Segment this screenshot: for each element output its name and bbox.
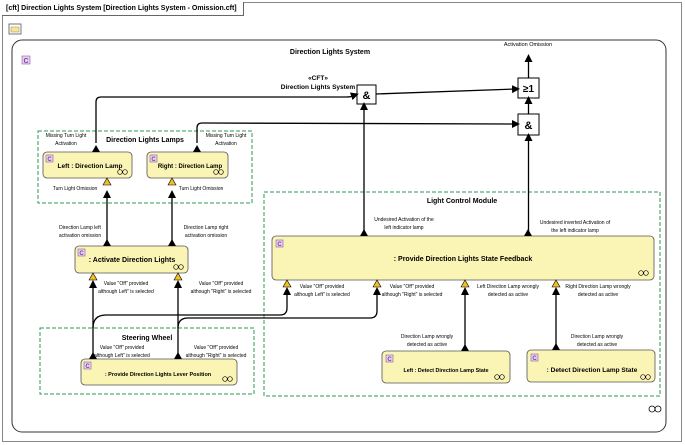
connections (89, 54, 560, 355)
label-fb-in-right-lamp-1: Right Direction Lamp wrongly (565, 284, 631, 290)
block-infinity-icons (117, 169, 651, 382)
label-act-in-right-2: although "Right" is selected (191, 289, 252, 295)
label-detect-right-out-1: Direction Lamp wrongly (571, 334, 624, 340)
label-act-in-right-1: Value "Off" provided (199, 281, 244, 287)
block-activate-direction-lights[interactable] (74, 245, 189, 274)
label-act-in-left-2: although Left" is selected (98, 289, 154, 295)
group-lamps-title: Direction Lights Lamps (106, 137, 184, 144)
label-omission-right: Turn Light Omission (179, 186, 224, 192)
input-ports (88, 177, 561, 288)
svg-text:C: C (387, 357, 392, 363)
svg-text:C: C (79, 251, 84, 257)
frame-title: [cft] Direction Lights System [Direction… (2, 2, 244, 16)
label-fb-in-left-lamp-2: detected as active (488, 292, 529, 298)
label-activate-left-2: activation omission (59, 233, 101, 239)
label-lever-left-1: Value "Off" provided (100, 345, 145, 351)
block-left-direction-lamp[interactable] (42, 151, 133, 179)
label-lever-right-1: Value "Off" provided (194, 345, 239, 351)
block-detect-lamp-state[interactable] (526, 349, 656, 383)
infinity-icon (648, 405, 662, 413)
label-missing-right-1: Missing Turn Light (206, 133, 247, 139)
label-fb-in-left-lamp-1: Left Direction Lamp wrongly (477, 284, 539, 290)
label-detect-left-out-1: Direction Lamp wrongly (401, 334, 454, 340)
block-left-detect-lamp-state[interactable] (381, 350, 511, 384)
cft-stereotype: «CFT» (308, 75, 328, 82)
label-fb-in-right-lamp-2: detected as active (578, 292, 619, 298)
label-fb-in-left-2: although Left" is selected (294, 292, 350, 298)
label-activate-right-1: Direction Lamp right (184, 225, 229, 231)
svg-text:C: C (532, 356, 537, 362)
label-undesired-inverted-1: Undesired inverted Activation of (540, 220, 611, 226)
block-lever-name: : Provide Direction Lights Lever Positio… (105, 372, 212, 378)
gate-and-1-symbol: & (363, 90, 371, 102)
label-undesired-left-2: left indicator lamp (384, 225, 423, 231)
block-provide-state-feedback[interactable] (271, 235, 655, 281)
port-labels: Missing Turn Light Activation Missing Tu… (46, 133, 631, 359)
svg-text:C: C (47, 157, 52, 163)
top-output-label: Activation Omission (504, 42, 552, 48)
block-detect-name: : Detect Direction Lamp State (547, 367, 638, 374)
label-missing-right-2: Activation (215, 141, 237, 147)
block-icon-letters: C C C C C C C (47, 157, 537, 370)
group-control-title: Light Control Module (427, 198, 497, 205)
svg-text:C: C (277, 242, 282, 248)
label-undesired-left-1: Undesired Activation of the (374, 217, 434, 223)
label-missing-left-1: Missing Turn Light (46, 133, 87, 139)
block-feedback-name: : Provide Direction Lights State Feedbac… (394, 256, 533, 263)
component-icon: C (21, 55, 31, 65)
svg-text:C: C (23, 58, 28, 65)
block-activate-name: : Activate Direction Lights (89, 257, 176, 264)
group-steering-title: Steering Wheel (122, 335, 173, 342)
group-direction-lights-lamps (37, 130, 253, 204)
label-fb-in-left-1: Value "Off" provided (300, 284, 345, 290)
label-omission-left: Turn Light Omission (53, 186, 98, 192)
block-right-lamp-name: Right : Direction Lamp (158, 164, 223, 170)
label-fb-in-right-1: Value "Off" provided (390, 284, 435, 290)
label-missing-left-2: Activation (55, 141, 77, 147)
gate-and-2-symbol: & (525, 120, 533, 132)
group-light-control-module (263, 191, 661, 397)
label-undesired-inverted-2: the left indicator lamp (551, 228, 599, 234)
label-activate-right-2: activation omission (185, 233, 227, 239)
label-detect-right-out-2: detected as active (577, 342, 618, 348)
output-ports (89, 145, 560, 359)
block-icons (45, 154, 539, 370)
block-lever-position[interactable] (80, 358, 238, 386)
group-steering-wheel (39, 327, 255, 395)
package-icon (8, 23, 22, 35)
block-left-detect-name: Left : Detect Direction Lamp State (403, 368, 488, 374)
label-detect-left-out-2: detected as active (407, 342, 448, 348)
system-title: Direction Lights System (290, 49, 370, 56)
svg-text:C: C (151, 157, 156, 163)
gate-or-1-symbol: ≥1 (523, 84, 534, 95)
label-lever-right-2: although "Right" is selected (186, 353, 247, 359)
block-right-direction-lamp[interactable] (146, 151, 229, 179)
label-activate-left-1: Direction Lamp left (59, 225, 101, 231)
label-act-in-left-1: Value "Off" provided (104, 281, 149, 287)
label-lever-left-2: although Left" is selected (94, 353, 150, 359)
svg-text:C: C (85, 364, 90, 370)
cft-name: Direction Lights System (281, 84, 356, 91)
block-left-lamp-name: Left : Direction Lamp (57, 163, 122, 170)
label-fb-in-right-2: although "Right" is selected (382, 292, 443, 298)
